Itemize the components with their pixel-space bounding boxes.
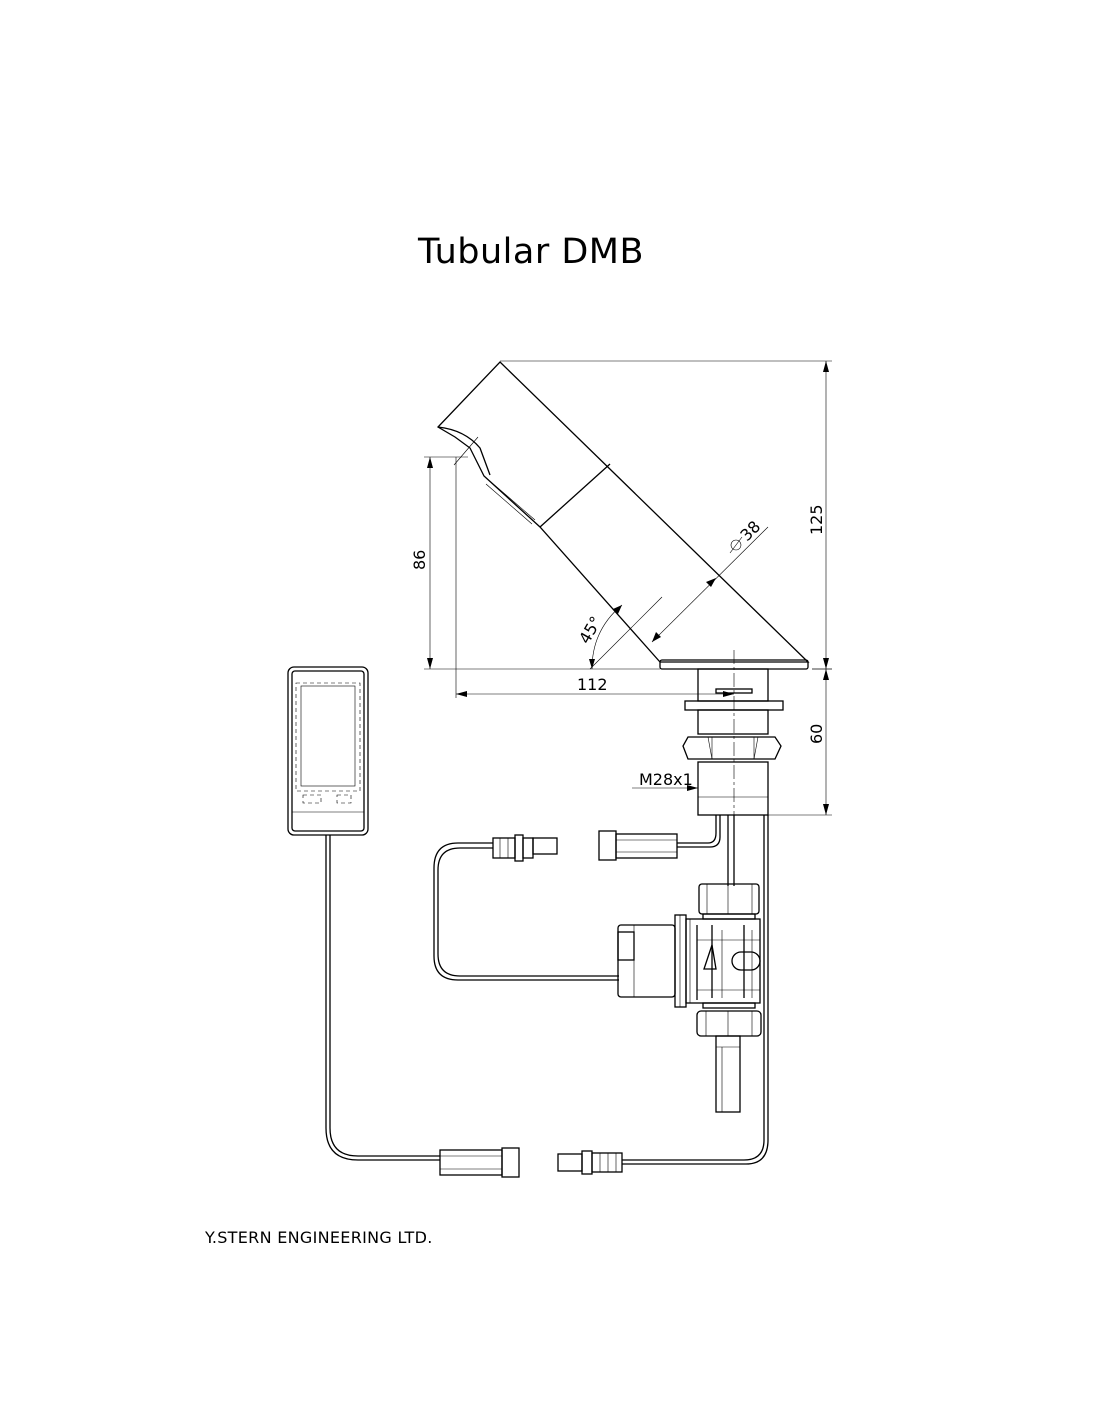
dimension-angle [589, 596, 663, 670]
solenoid-valve [617, 883, 762, 1113]
dimension-height-total [500, 360, 832, 670]
dim-label-86: 86 [410, 550, 429, 570]
drawing-title: Tubular DMB [418, 232, 644, 272]
control-box [287, 666, 369, 836]
company-footer: Y.STERN ENGINEERING LTD. [205, 1228, 433, 1247]
dim-label-125: 125 [807, 504, 826, 535]
upper-connector-female [598, 830, 678, 861]
sensor-cable [622, 815, 769, 1165]
solenoid-cable [433, 842, 619, 981]
lower-connector-female [439, 1147, 520, 1178]
control-box-cable [325, 835, 440, 1161]
dim-label-diameter: 38 [736, 517, 764, 545]
dimension-spout-height [424, 436, 660, 698]
lower-connector-male [557, 1150, 623, 1175]
shank-assembly [682, 650, 784, 820]
upper-connector-male [492, 834, 558, 862]
dim-label-angle: 45° [575, 613, 606, 647]
dim-label-112: 112 [577, 675, 608, 694]
dimension-thread [632, 785, 698, 791]
dimension-diameter [651, 526, 769, 643]
dim-label-thread: M28x1 [639, 770, 693, 789]
faucet-spout [436, 361, 810, 663]
dimension-shank-length [768, 668, 832, 816]
upper-cable [677, 815, 735, 886]
dim-label-60: 60 [807, 724, 826, 744]
